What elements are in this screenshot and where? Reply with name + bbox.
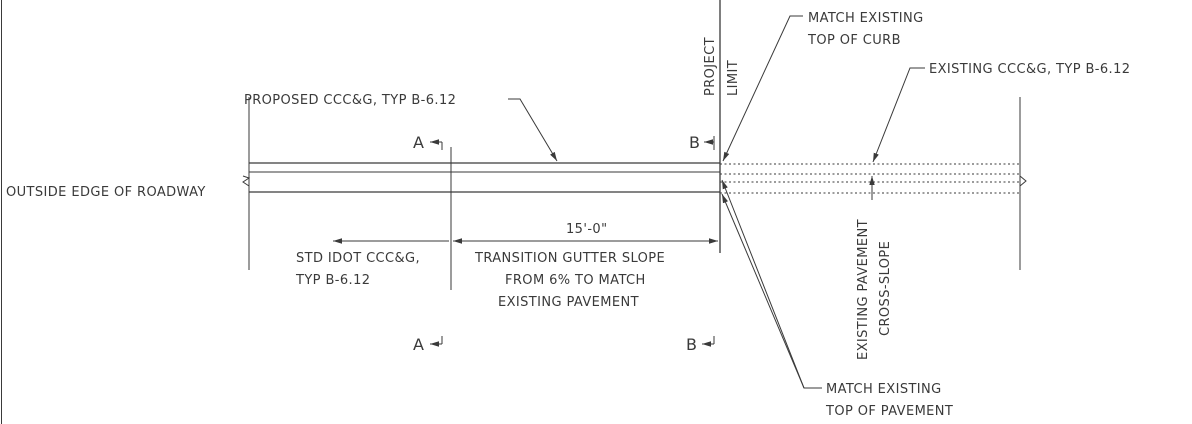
- section-a-bottom-label: A: [413, 335, 424, 354]
- project-limit-label-line2: LIMIT: [726, 60, 741, 96]
- transition-label-line3: EXISTING PAVEMENT: [498, 295, 639, 310]
- std-idot-label-line1: STD IDOT CCC&G,: [296, 251, 420, 266]
- existing-pavement-label-line1: EXISTING PAVEMENT: [856, 219, 871, 360]
- existing-cccg-label: EXISTING CCC&G, TYP B-6.12: [929, 62, 1130, 77]
- transition-label-line2: FROM 6% TO MATCH: [505, 273, 646, 288]
- match-existing-pavement-label-line1: MATCH EXISTING: [826, 382, 942, 397]
- transition-label-line1: TRANSITION GUTTER SLOPE: [474, 251, 665, 266]
- match-existing-curb-label-line1: MATCH EXISTING: [808, 11, 924, 26]
- proposed-cccg-leader: [508, 98, 558, 162]
- section-b-top-label: B: [689, 133, 700, 152]
- dimension-value: 15'-0": [566, 222, 607, 237]
- match-curb-leader: [722, 15, 803, 162]
- existing-pavement-label-line2: CROSS-SLOPE: [878, 241, 893, 336]
- match-pavement-leader-1: [721, 179, 822, 389]
- match-existing-curb-label-line2: TOP OF CURB: [807, 33, 901, 48]
- left-break-symbol: [242, 175, 251, 187]
- std-idot-label-line2: TYP B-6.12: [295, 273, 370, 288]
- right-break-symbol: [1019, 175, 1027, 187]
- match-pavement-leader-2: [721, 193, 805, 389]
- existing-cccg-leader: [872, 67, 925, 163]
- match-existing-pavement-label-line2: TOP OF PAVEMENT: [825, 404, 953, 419]
- section-a-top-label: A: [413, 133, 424, 152]
- project-limit-label-line1: PROJECT: [703, 37, 718, 96]
- outside-edge-label: OUTSIDE EDGE OF ROADWAY: [6, 185, 206, 200]
- section-b-bottom-label: B: [686, 335, 697, 354]
- proposed-cccg-label: PROPOSED CCC&G, TYP B-6.12: [244, 93, 456, 108]
